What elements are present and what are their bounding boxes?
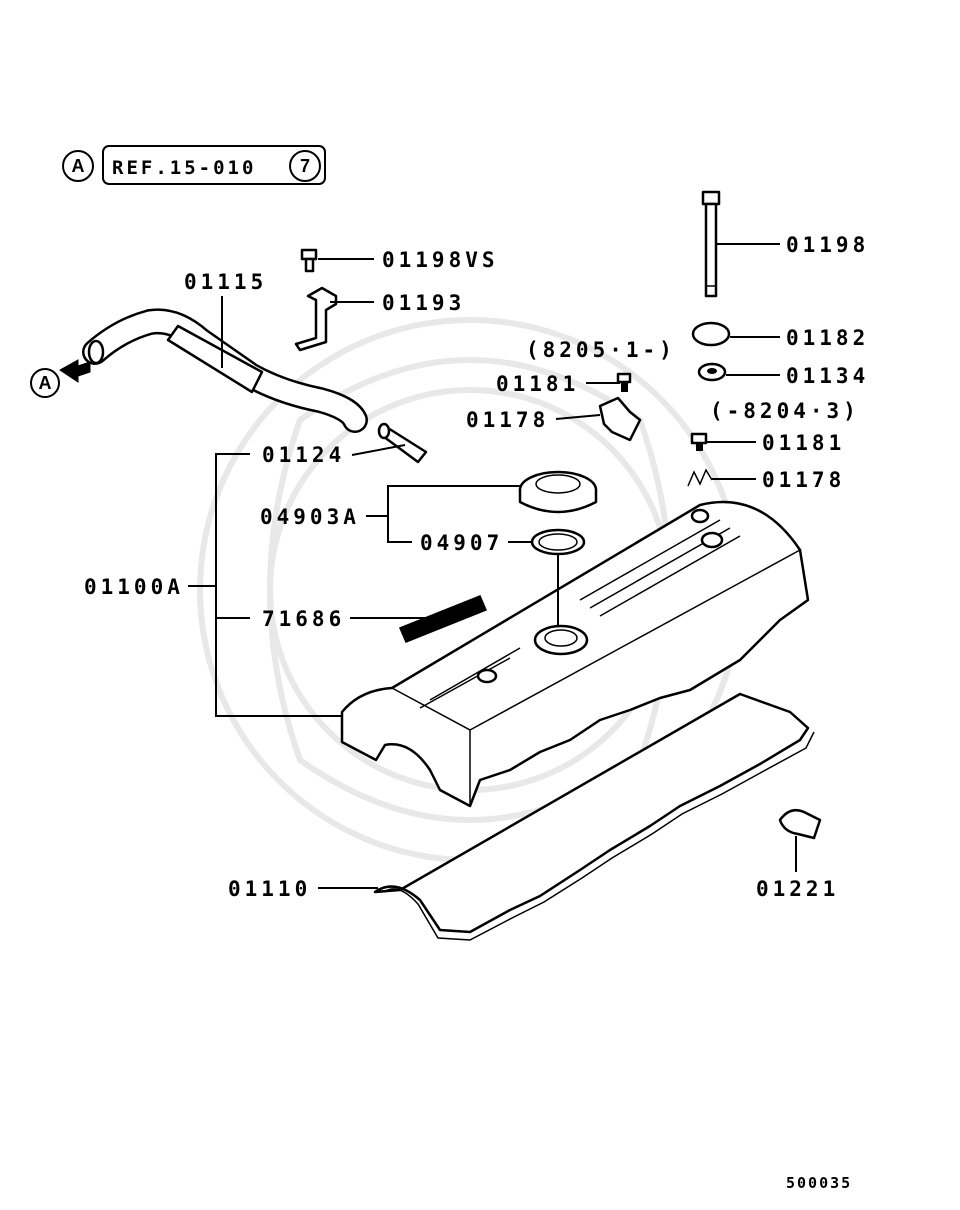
label-01115: 01115 [184,270,267,294]
label-01100a: 01100A [84,575,184,599]
label-71686: 71686 [262,607,345,631]
clip-01178-old [687,468,713,487]
seal-plug-01221 [778,809,822,840]
label-01198: 01198 [786,233,869,257]
washer-01134 [697,362,727,382]
label-01178-new: 01178 [466,408,549,432]
diagram-number: 500035 [786,1174,852,1192]
label-01181-new: 01181 [496,372,579,396]
section-a-marker: A [30,359,91,398]
cap-gasket-04907 [530,528,586,556]
emblem-71686 [399,595,487,643]
label-01178-old: 01178 [762,468,845,492]
label-01193: 01193 [382,291,465,315]
label-01134: 01134 [786,364,869,388]
section-a-letter: A [39,373,52,393]
leader-lines [188,243,797,889]
label-01181-old: 01181 [762,431,845,455]
bolt-01181-old [690,432,708,451]
reference-text: REF.15-010 [112,157,256,179]
label-01182: 01182 [786,326,869,350]
bracket-01193 [294,286,338,352]
label-01198vs: 01198VS [382,248,499,272]
bolt-01198 [701,190,721,298]
clip-01178-new [598,396,642,442]
label-range-new: (8205·1-) [526,338,676,362]
grommet-01182 [691,321,731,347]
cover-gasket-01110 [373,692,815,941]
breather-hose-01115 [82,308,368,433]
label-04907: 04907 [420,531,503,555]
label-01110: 01110 [228,877,311,901]
rocker-cover-01100a [340,500,810,808]
label-04903a: 04903A [260,505,360,529]
reference-circle-letter: A [72,156,85,176]
reference-circle-number: 7 [300,156,310,176]
bolt-01181-new [616,372,632,392]
bolt-01198vs [300,248,318,273]
label-range-old: (-8204·3) [710,399,860,423]
label-01124: 01124 [262,443,345,467]
reference-callout: A REF.15-010 7 [62,145,326,185]
pcv-pipe-01124 [377,422,428,464]
oil-filler-cap-04903a [518,470,598,514]
label-01221: 01221 [756,877,839,901]
